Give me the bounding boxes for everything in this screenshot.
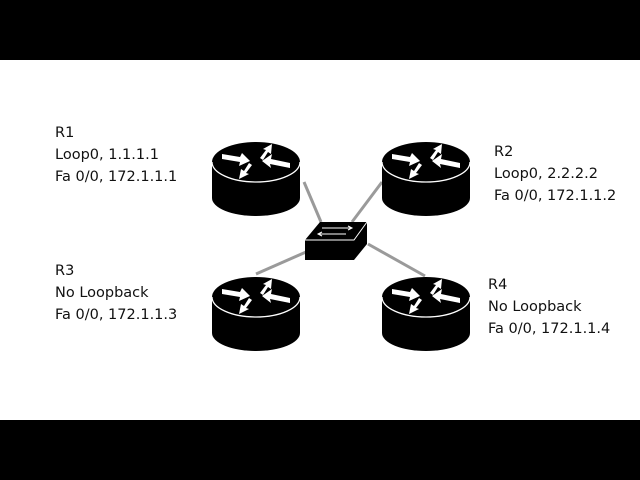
router-name: R3: [55, 263, 75, 279]
switch-icon[interactable]: [305, 221, 368, 260]
letterbox-bottom: [0, 420, 640, 480]
link-r2-switch: [350, 181, 384, 223]
router-icon-r4[interactable]: [381, 276, 471, 352]
network-diagram: R1 Loop0, 1.1.1.1 Fa 0/0, 172.1.1.1 R2 L…: [0, 60, 640, 420]
router-interface: Fa 0/0, 172.1.1.4: [488, 321, 611, 337]
link-r3-switch: [255, 250, 307, 276]
router-interface: Fa 0/0, 172.1.1.2: [494, 188, 617, 204]
router-loopback: Loop0, 1.1.1.1: [55, 147, 159, 163]
router-name: R1: [55, 125, 75, 141]
router-label-r1: R1 Loop0, 1.1.1.1 Fa 0/0, 172.1.1.1: [55, 122, 177, 188]
router-icon-r2[interactable]: [381, 141, 471, 217]
router-interface: Fa 0/0, 172.1.1.3: [55, 307, 178, 323]
link-r1-switch: [302, 181, 323, 223]
router-name: R2: [494, 144, 514, 160]
router-loopback: No Loopback: [55, 285, 149, 301]
router-label-r2: R2 Loop0, 2.2.2.2 Fa 0/0, 172.1.1.2: [494, 141, 616, 207]
router-loopback: Loop0, 2.2.2.2: [494, 166, 598, 182]
link-r4-switch: [367, 242, 426, 278]
router-loopback: No Loopback: [488, 299, 582, 315]
topology: [211, 141, 471, 352]
router-name: R4: [488, 277, 508, 293]
router-interface: Fa 0/0, 172.1.1.1: [55, 169, 178, 185]
router-label-r3: R3 No Loopback Fa 0/0, 172.1.1.3: [55, 260, 177, 326]
letterbox-top: [0, 0, 640, 60]
router-icon-r3[interactable]: [211, 276, 301, 352]
router-label-r4: R4 No Loopback Fa 0/0, 172.1.1.4: [488, 274, 610, 340]
router-icon-r1[interactable]: [211, 141, 301, 217]
